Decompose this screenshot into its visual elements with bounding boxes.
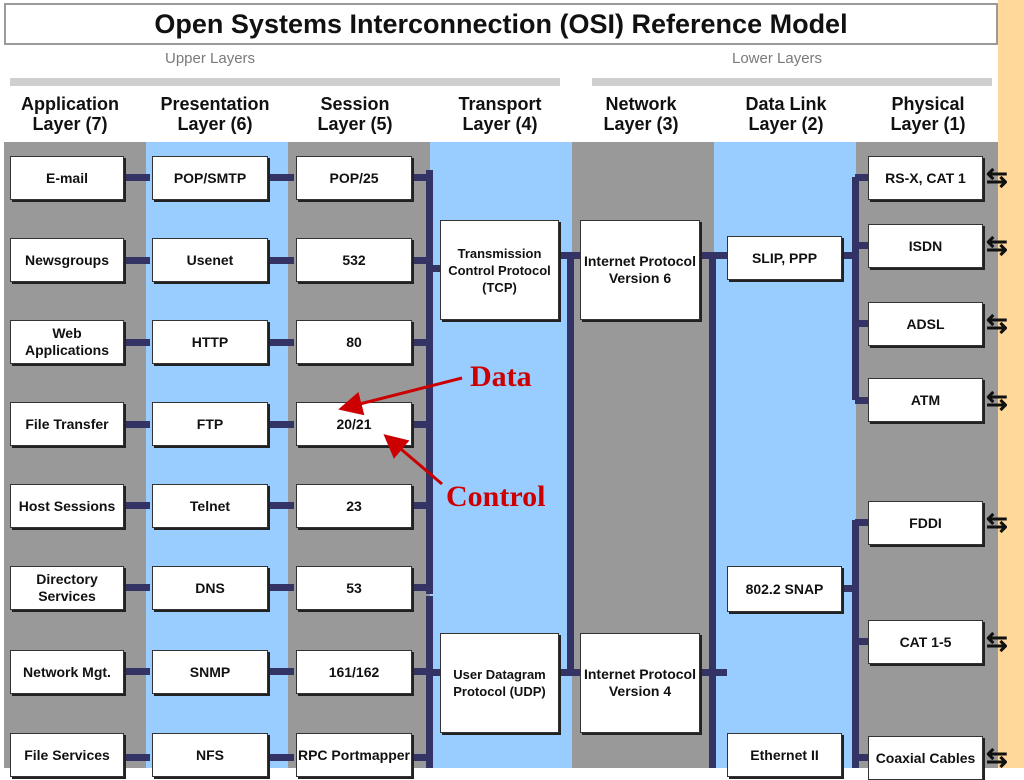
link-app-pres-4 xyxy=(122,502,150,509)
ipv4-box: Internet Protocol Version 4 xyxy=(580,633,700,733)
link-sess-bus-3 xyxy=(410,421,429,428)
ipv6-box: Internet Protocol Version 6 xyxy=(580,220,700,320)
link-app-pres-3 xyxy=(122,421,150,428)
pres-box-1: Usenet xyxy=(152,238,268,282)
link-phys-5 xyxy=(855,638,870,645)
udp-box: User Datagram Protocol (UDP) xyxy=(440,633,559,733)
link-sess-bus-0 xyxy=(410,174,429,181)
app-box-1: Newsgroups xyxy=(10,238,124,282)
link-pres-sess-6 xyxy=(266,668,294,675)
link-sess-bus-5 xyxy=(410,584,429,591)
link-pres-sess-2 xyxy=(266,339,294,346)
link-pres-sess-0 xyxy=(266,174,294,181)
phys-box-5: CAT 1-5 xyxy=(868,620,983,664)
link-phys-3 xyxy=(855,397,870,404)
app-box-0: E-mail xyxy=(10,156,124,200)
link-pres-sess-5 xyxy=(266,584,294,591)
lower-layers-bar xyxy=(592,78,992,86)
pres-box-5: DNS xyxy=(152,566,268,610)
sess-box-5: 53 xyxy=(296,566,412,610)
tcp-box: Transmission Control Protocol (TCP) xyxy=(440,220,559,320)
sess-box-6: 161/162 xyxy=(296,650,412,694)
link-pres-sess-3 xyxy=(266,421,294,428)
link-phys-2 xyxy=(855,320,870,327)
lower-layers-label: Lower Layers xyxy=(732,50,823,67)
app-box-2: Web Applications xyxy=(10,320,124,364)
snap-box: 802.2 SNAP xyxy=(727,566,842,612)
app-box-4: Host Sessions xyxy=(10,484,124,528)
data-arrow xyxy=(338,376,463,416)
app-box-5: Directory Services xyxy=(10,566,124,610)
link-sess-bus-7 xyxy=(410,754,429,761)
link-pres-sess-7 xyxy=(266,754,294,761)
pres-box-3: FTP xyxy=(152,402,268,446)
slip-box: SLIP, PPP xyxy=(727,236,842,280)
link-app-pres-7 xyxy=(122,754,150,761)
sess-box-2: 80 xyxy=(296,320,412,364)
pres-box-0: POP/SMTP xyxy=(152,156,268,200)
phys-box-0: RS-X, CAT 1 xyxy=(868,156,983,200)
app-box-6: Network Mgt. xyxy=(10,650,124,694)
app-box-3: File Transfer xyxy=(10,402,124,446)
double-arrow-icon: ⇆ xyxy=(986,742,1008,772)
double-arrow-icon: ⇆ xyxy=(986,507,1008,537)
tcp-bus-line xyxy=(426,170,433,594)
link-bus-tcp xyxy=(429,265,440,272)
sess-box-0: POP/25 xyxy=(296,156,412,200)
double-arrow-icon: ⇆ xyxy=(986,385,1008,415)
upper-layers-label: Upper Layers xyxy=(165,50,256,67)
link-phys-6 xyxy=(855,754,870,761)
link-app-pres-6 xyxy=(122,668,150,675)
link-app-pres-0 xyxy=(122,174,150,181)
data-annotation: Data xyxy=(470,360,532,393)
link-slip-phys xyxy=(840,252,855,259)
phys-box-1: ISDN xyxy=(868,224,983,268)
link-sess-bus-1 xyxy=(410,257,429,264)
upper-layers-bar xyxy=(10,78,560,86)
pres-box-4: Telnet xyxy=(152,484,268,528)
link-phys-1 xyxy=(855,242,870,249)
sess-box-1: 532 xyxy=(296,238,412,282)
double-arrow-icon: ⇆ xyxy=(986,308,1008,338)
double-arrow-icon: ⇆ xyxy=(986,162,1008,192)
transport-network-cross xyxy=(567,255,574,672)
phys-upper-bus xyxy=(852,177,859,400)
link-app-pres-2 xyxy=(122,339,150,346)
network-datalink-bus xyxy=(709,255,716,768)
diagram-title: Open Systems Interconnection (OSI) Refer… xyxy=(4,3,998,45)
link-pres-sess-4 xyxy=(266,502,294,509)
link-phys-4 xyxy=(855,519,870,526)
pres-box-6: SNMP xyxy=(152,650,268,694)
double-arrow-icon: ⇆ xyxy=(986,230,1008,260)
link-app-pres-1 xyxy=(122,257,150,264)
phys-box-4: FDDI xyxy=(868,501,983,545)
control-arrow xyxy=(383,434,443,486)
link-udp-ipv4 xyxy=(557,669,580,676)
control-annotation: Control xyxy=(446,480,546,513)
phys-box-3: ATM xyxy=(868,378,983,422)
sess-box-4: 23 xyxy=(296,484,412,528)
right-edge-strip xyxy=(998,0,1024,768)
link-bus-udp xyxy=(429,669,440,676)
link-snap-phys xyxy=(840,585,855,592)
udp-bus-line xyxy=(426,596,433,768)
pres-box-2: HTTP xyxy=(152,320,268,364)
link-pres-sess-1 xyxy=(266,257,294,264)
link-sess-bus-4 xyxy=(410,502,429,509)
link-app-pres-5 xyxy=(122,584,150,591)
link-sess-bus-6 xyxy=(410,668,429,675)
link-phys-0 xyxy=(855,174,870,181)
phys-box-2: ADSL xyxy=(868,302,983,346)
double-arrow-icon: ⇆ xyxy=(986,626,1008,656)
link-sess-bus-2 xyxy=(410,339,429,346)
